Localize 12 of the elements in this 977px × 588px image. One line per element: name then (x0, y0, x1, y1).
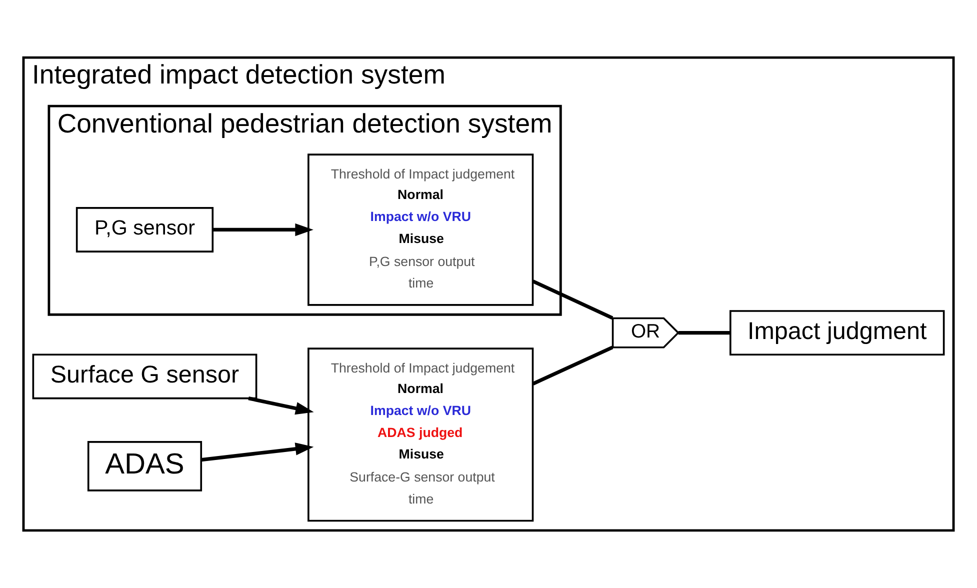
connector (532, 346, 614, 386)
node-box: Threshold of Impact judgement Normal Impact w/o VRU ADAS judged Misuse Surface-G sensor output time (308, 348, 534, 522)
node-box: P,G sensor (76, 207, 214, 252)
arrow (201, 442, 314, 462)
node-box: Surface G sensor (32, 354, 258, 400)
node-box: ADAS (87, 441, 202, 492)
connector (532, 280, 614, 320)
arrow (212, 223, 314, 236)
connector (678, 330, 730, 335)
node-box: Threshold of Impact judgement Normal Impact w/o VRU Misuse P,G sensor output time (308, 154, 534, 306)
node-box: Impact judgment (730, 310, 945, 356)
arrow (248, 396, 314, 415)
